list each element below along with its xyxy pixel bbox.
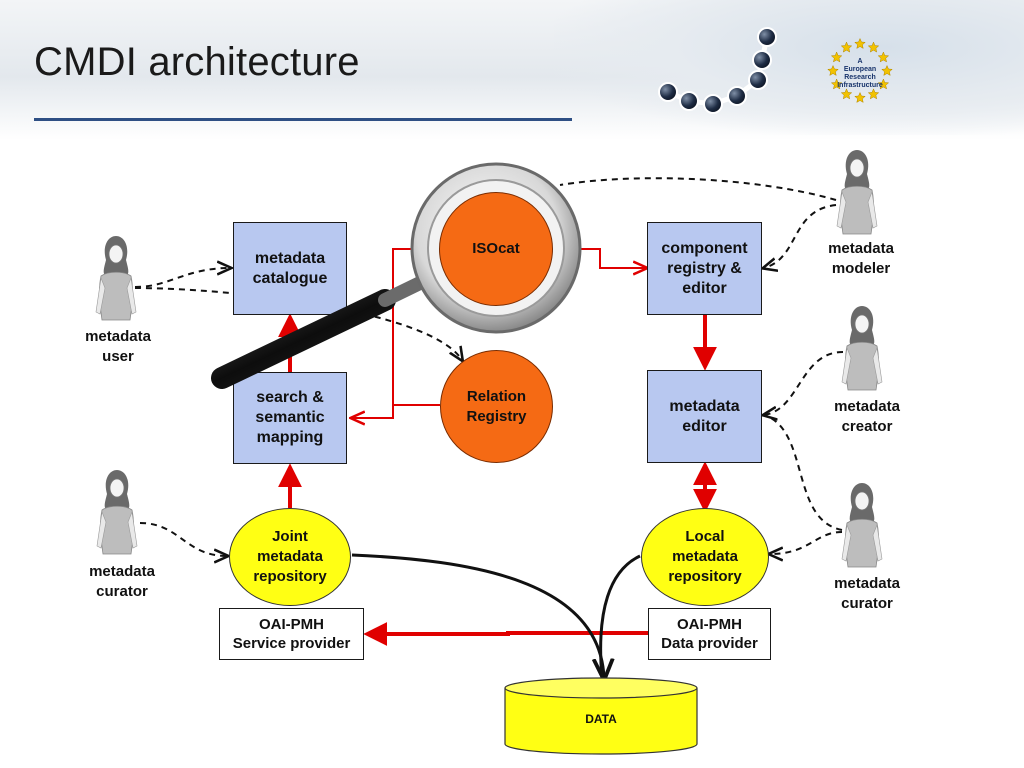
eu-star-icon [827,64,839,76]
eu-star-icon [840,41,853,53]
eu-star-icon [867,41,880,53]
page-title: CMDI architecture [34,40,360,84]
eu-star-icon [877,51,890,63]
network-dots-icon [658,27,777,114]
person-icon-metadata-modeler [836,149,878,235]
europe-map-backdrop [554,0,1024,135]
joint-metadata-repository-node: Joint metadata repository [229,508,351,606]
component-registry-box: component registry & editor [647,222,762,315]
person-icon-metadata-curator-right [841,482,883,568]
title-underline [34,118,572,121]
search-semantic-mapping-box: search & semantic mapping [233,372,347,464]
eu-star-icon [877,78,890,90]
dash-user-to-catalogue [134,268,230,288]
eu-star-icon [881,64,893,76]
data-store-label: DATA [585,712,617,726]
link-isocat-to-search [352,248,412,418]
actor-label-metadata-curator-right: metadata curator [834,575,900,612]
eu-star-icon [830,78,843,90]
curve-joint-to-data [351,553,604,678]
eu-star-icon [854,37,866,49]
oai-pmh-service-provider-box: OAI-PMH Service provider [219,608,364,660]
dash-creator-to-editor [764,351,844,415]
logo-text: A European Research Infrastructure [837,58,883,89]
dash-modeler-to-isocat [559,177,837,201]
dash-curator-to-joint [139,522,227,556]
oai-pmh-data-provider-box: OAI-PMH Data provider [648,608,771,660]
arrow-data-provider-to-service-provider [363,622,648,646]
eu-star-icon [867,88,880,100]
eu-stars-logo-icon [827,37,893,103]
metadata-editor-box: metadata editor [647,370,762,463]
actor-label-metadata-modeler: metadata modeler [828,240,894,277]
dash-modeler-to-registry [764,204,837,268]
actor-label-metadata-user: metadata user [85,328,151,365]
link-isocat-to-component-registry [578,248,646,268]
local-metadata-repository-node: Local metadata repository [641,508,769,606]
eu-star-icon [854,91,866,103]
person-icon-metadata-user [95,235,137,321]
eu-star-icon [840,88,853,100]
actor-label-metadata-creator: metadata creator [834,398,900,435]
curve-local-to-data [599,554,641,679]
eu-star-icon [830,51,843,63]
actor-label-metadata-curator-left: metadata curator [89,563,155,600]
person-icon-metadata-curator-left [96,469,138,555]
relation-registry-node: Relation Registry [440,350,553,463]
metadata-catalogue-box: metadata catalogue [233,222,347,315]
isocat-node: ISOcat [439,192,553,306]
dash-curator-right-to-local [770,531,843,554]
person-icon-metadata-creator [841,305,883,391]
